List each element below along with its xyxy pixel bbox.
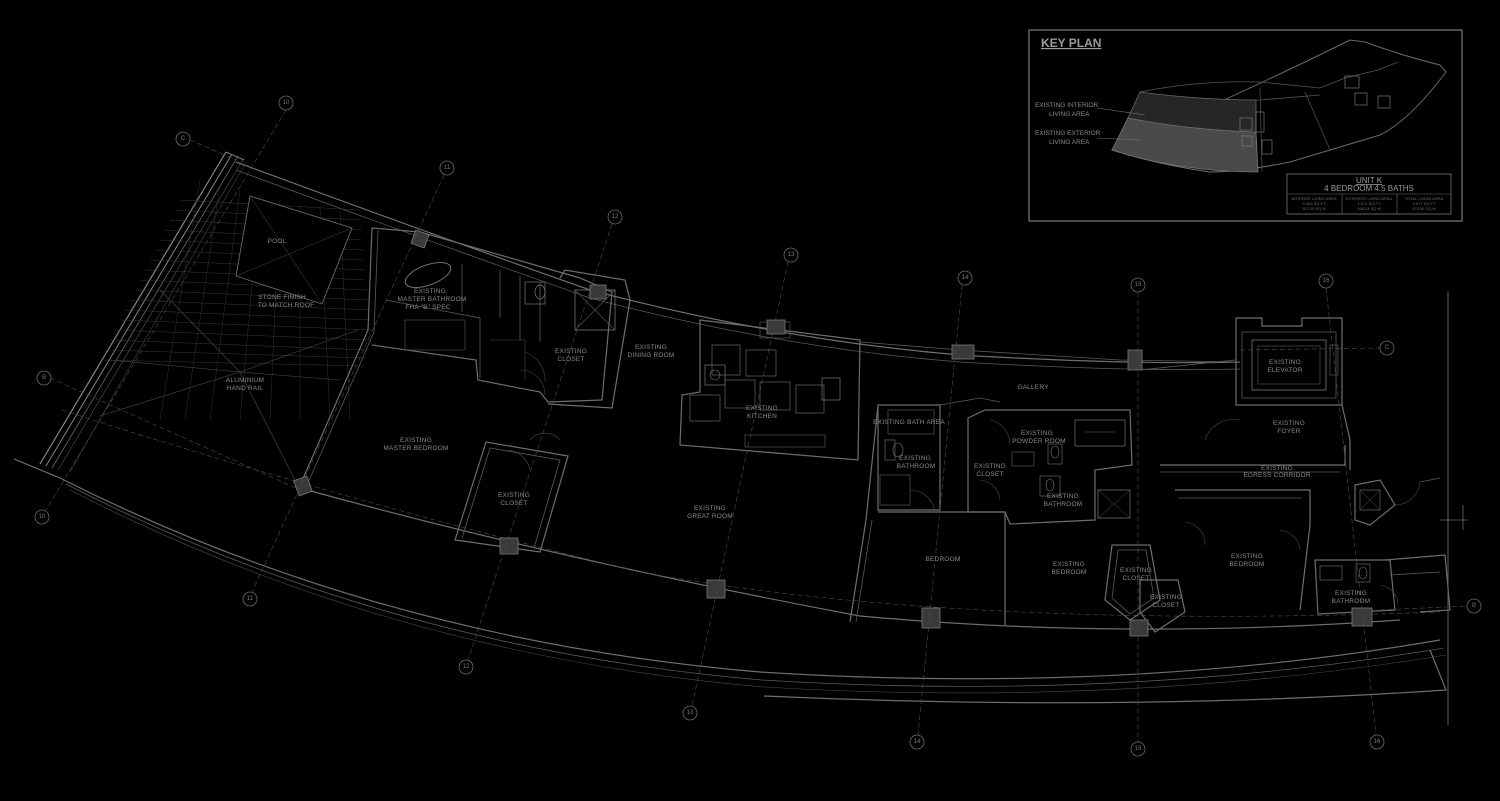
structural-columns xyxy=(293,229,1373,637)
label-egress-1: EXISTING xyxy=(1261,465,1293,472)
grid-bubble-b-right: B xyxy=(1472,603,1476,609)
label-closet-3-a: EXISTING xyxy=(974,463,1006,470)
label-bath-3-a: EXISTING xyxy=(1335,590,1367,597)
grid-bubble-14-bottom: 14 xyxy=(914,739,921,745)
key-plan: KEY PLAN EXISTING INTERIOR LIVING AREA E… xyxy=(1028,29,1463,222)
label-bed-2-a: EXISTING xyxy=(1053,561,1085,568)
grid-bubble-13-top: 13 xyxy=(788,252,795,258)
label-kitchen-2: KITCHEN xyxy=(747,413,777,420)
area-sqm-total: 475.56 SQ M xyxy=(1412,206,1436,211)
label-closet-3-b: CLOSET xyxy=(976,471,1003,478)
grid-bubble-b-left: B xyxy=(42,375,46,381)
label-bed-3-b: BEDROOM xyxy=(1230,561,1265,568)
label-stone-finish-1: STONE FINISH xyxy=(258,294,306,301)
label-powder-1: EXISTING xyxy=(1021,430,1053,437)
label-closet-1-a: EXISTING xyxy=(555,348,587,355)
grid-bubble-10-bottom: 10 xyxy=(39,514,46,520)
area-sqm-interior: 307.20 SQ M xyxy=(1302,206,1326,211)
pool xyxy=(235,195,353,305)
grid-bubble-c-left: C xyxy=(181,136,186,142)
key-plan-title: KEY PLAN xyxy=(1041,36,1101,50)
label-kitchen-1: EXISTING xyxy=(746,405,778,412)
label-stone-finish-2: TO MATCH ROOF xyxy=(258,302,315,309)
label-master-bath-2: MASTER BATHROOM xyxy=(398,296,467,303)
unit-description: 4 BEDROOM 4.5 BATHS xyxy=(1324,184,1414,193)
label-dining-1: EXISTING xyxy=(635,344,667,351)
label-closet-4-a: EXISTING xyxy=(1120,567,1152,574)
powder-bath-walls xyxy=(967,409,1133,525)
label-closet-2-b: CLOSET xyxy=(500,500,527,507)
grid-bubble-15-top: 15 xyxy=(1135,282,1142,288)
master-bath-walls xyxy=(371,227,613,403)
label-master-bath-3: FHA "B" SPEC xyxy=(405,304,450,311)
grid-bubble-11-bottom: 11 xyxy=(247,596,254,602)
room-labels: POOL STONE FINISH TO MATCH ROOF ALUMINIU… xyxy=(226,238,1370,609)
grid-bubble-14-top: 14 xyxy=(962,275,969,281)
label-bed-2-b: BEDROOM xyxy=(1052,569,1087,576)
bathtub xyxy=(404,262,452,288)
area-sqft-total: 4,977 SQ FT xyxy=(1413,201,1436,206)
area-sqft-interior: 3,306 SQ FT xyxy=(1303,201,1326,206)
label-closet-5-a: EXISTING xyxy=(1150,594,1182,601)
grid-bubble-11-top: 11 xyxy=(444,165,451,171)
label-bath-1-a: EXISTING xyxy=(899,455,931,462)
label-great-room-2: GREAT ROOM xyxy=(687,513,733,520)
label-bath-area: EXISTING BATH AREA xyxy=(873,419,945,426)
area-sqft-exterior: 1,671 SQ FT xyxy=(1358,201,1381,206)
label-great-room-1: EXISTING xyxy=(694,505,726,512)
north-facade-wall xyxy=(235,161,1241,364)
floor-plan: C C B B 10 10 11 11 12 12 13 13 14 14 15… xyxy=(13,95,1482,757)
label-bed-3-a: EXISTING xyxy=(1231,553,1263,560)
pool-terrace xyxy=(13,151,373,491)
label-egress-2: EGRESS CORRIDOR xyxy=(1243,472,1310,479)
area-header-total: TOTAL LIVING AREA xyxy=(1405,196,1444,201)
label-elevator-1: EXISTING xyxy=(1269,359,1301,366)
label-master-bed-2: MASTER BEDROOM xyxy=(383,445,448,452)
elevator-core xyxy=(1235,317,1343,406)
label-handrail-2: HAND RAIL xyxy=(227,385,264,392)
legend-exterior-line-1: EXISTING EXTERIOR xyxy=(1035,130,1101,137)
grid-bubble-16-top: 16 xyxy=(1323,278,1330,284)
balcony-outer-edge xyxy=(59,477,1441,680)
label-bath-2-a: EXISTING xyxy=(1047,493,1079,500)
grid-bubble-c-right: C xyxy=(1385,345,1390,351)
area-header-exterior: EXTERIOR LIVING AREA xyxy=(1346,196,1393,201)
label-foyer-1: EXISTING xyxy=(1273,420,1305,427)
grid-bubbles: C C B B 10 10 11 11 12 12 13 13 14 14 15… xyxy=(34,95,1482,757)
label-handrail-1: ALUMINIUM xyxy=(226,377,264,384)
label-foyer-2: FOYER xyxy=(1277,428,1300,435)
label-bedroom: BEDROOM xyxy=(926,556,961,563)
grid-bubble-13-bottom: 13 xyxy=(687,710,694,716)
grid-bubble-12-bottom: 12 xyxy=(463,664,470,670)
grid-bubble-12-top: 12 xyxy=(612,214,619,220)
area-sqm-exterior: 168.24 SQ M xyxy=(1357,206,1381,211)
label-bath-1-b: BATHROOM xyxy=(897,463,936,470)
label-closet-2-a: EXISTING xyxy=(498,492,530,499)
label-dining-2: DINING ROOM xyxy=(628,352,675,359)
legend-interior-line-1: EXISTING INTERIOR xyxy=(1035,102,1099,109)
grid-bubble-10-top: 10 xyxy=(283,100,290,106)
kitchen-block xyxy=(679,319,861,461)
label-gallery: GALLERY xyxy=(1017,384,1049,391)
area-header-interior: INTERIOR LIVING AREA xyxy=(1291,196,1336,201)
label-closet-1-b: CLOSET xyxy=(557,356,584,363)
label-closet-4-b: CLOSET xyxy=(1122,575,1149,582)
label-pool: POOL xyxy=(268,238,287,245)
unit-name: UNIT K xyxy=(1356,176,1383,185)
facade-wall xyxy=(299,487,1401,630)
label-master-bed-1: EXISTING xyxy=(400,437,432,444)
grid-bubble-15-bottom: 15 xyxy=(1135,746,1142,752)
label-powder-2: POWDER ROOM xyxy=(1012,438,1065,445)
legend-interior-line-2: LIVING AREA xyxy=(1049,111,1090,118)
grid-lines xyxy=(45,109,1469,742)
label-closet-5-b: CLOSET xyxy=(1152,602,1179,609)
label-master-bath-1: EXISTING xyxy=(414,288,446,295)
label-bath-2-b: BATHROOM xyxy=(1044,501,1083,508)
label-bath-3-b: BATHROOM xyxy=(1332,598,1371,605)
grid-bubble-16-bottom: 16 xyxy=(1374,739,1381,745)
legend-exterior-line-2: LIVING AREA xyxy=(1049,139,1090,146)
label-elevator-2: ELEVATOR xyxy=(1267,367,1302,374)
